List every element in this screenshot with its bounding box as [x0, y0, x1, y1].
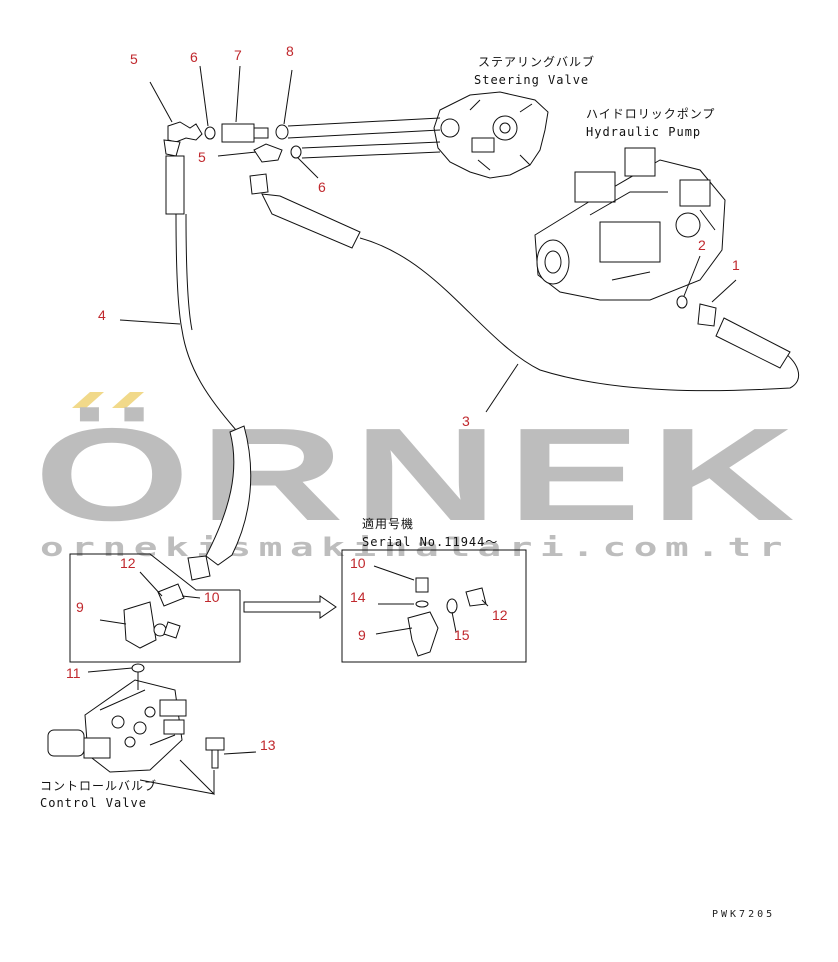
- part-number-10[interactable]: 10: [350, 555, 366, 571]
- steering-valve-jp-label: ステアリングバルブ: [478, 54, 595, 69]
- part-number-3[interactable]: 3: [462, 413, 470, 429]
- serial-note-jp: 適用号機: [362, 516, 414, 531]
- part-number-2[interactable]: 2: [698, 237, 706, 253]
- part-number-1[interactable]: 1: [732, 257, 740, 273]
- control-valve-jp-label: コントロールバルブ: [40, 778, 157, 793]
- part-number-9[interactable]: 9: [76, 599, 84, 615]
- part-number-8[interactable]: 8: [286, 43, 294, 59]
- change-arrow[interactable]: [243, 595, 337, 619]
- hydraulic-pump-drawing: [534, 147, 726, 301]
- part-number-5[interactable]: 5: [198, 149, 206, 165]
- part-number-10[interactable]: 10: [204, 589, 220, 605]
- part-number-6[interactable]: 6: [190, 49, 198, 65]
- drawing-code: PWK7205: [712, 909, 775, 920]
- detail-box-current: [69, 553, 241, 690]
- part-number-5[interactable]: 5: [130, 51, 138, 67]
- top-fittings: [163, 121, 302, 163]
- watermark-main: ÖRNEK: [34, 401, 804, 548]
- watermark-accent-left: [72, 392, 104, 408]
- watermark-url: ornekismakinalari.com.tr: [40, 533, 790, 563]
- part-number-12[interactable]: 12: [120, 555, 136, 571]
- watermark: ÖRNEK ornekismakinalari.com.tr: [34, 392, 804, 563]
- part-number-13[interactable]: 13: [260, 737, 276, 753]
- hydraulic-pump-jp-label: ハイドロリックポンプ: [586, 107, 715, 121]
- part-number-12[interactable]: 12: [492, 607, 508, 623]
- part-number-11[interactable]: 11: [66, 665, 81, 681]
- detail-box-new: [341, 549, 527, 663]
- part-number-9[interactable]: 9: [358, 627, 366, 643]
- part-numbers: 5 6 7 8 5 6 2 1 4 3 12 9 10 11 10 14 9 1…: [66, 43, 740, 753]
- part-number-14[interactable]: 14: [350, 589, 366, 605]
- part-number-4[interactable]: 4: [98, 307, 106, 323]
- bolt-13: [205, 737, 225, 769]
- steering-valve-drawing: [433, 91, 549, 179]
- control-valve-drawing: [47, 679, 187, 773]
- steering-valve-en-label: Steering Valve: [474, 73, 589, 87]
- serial-note-en: Serial No.11944～: [362, 535, 498, 549]
- part-number-6[interactable]: 6: [318, 179, 326, 195]
- part-number-7[interactable]: 7: [234, 47, 242, 63]
- hoses: [165, 117, 800, 581]
- control-valve-en-label: Control Valve: [40, 796, 147, 810]
- leader-lines: [87, 65, 737, 796]
- watermark-accent-right: [112, 392, 144, 408]
- hydraulic-pump-en-label: Hydraulic Pump: [586, 125, 701, 139]
- part-number-15[interactable]: 15: [454, 627, 470, 643]
